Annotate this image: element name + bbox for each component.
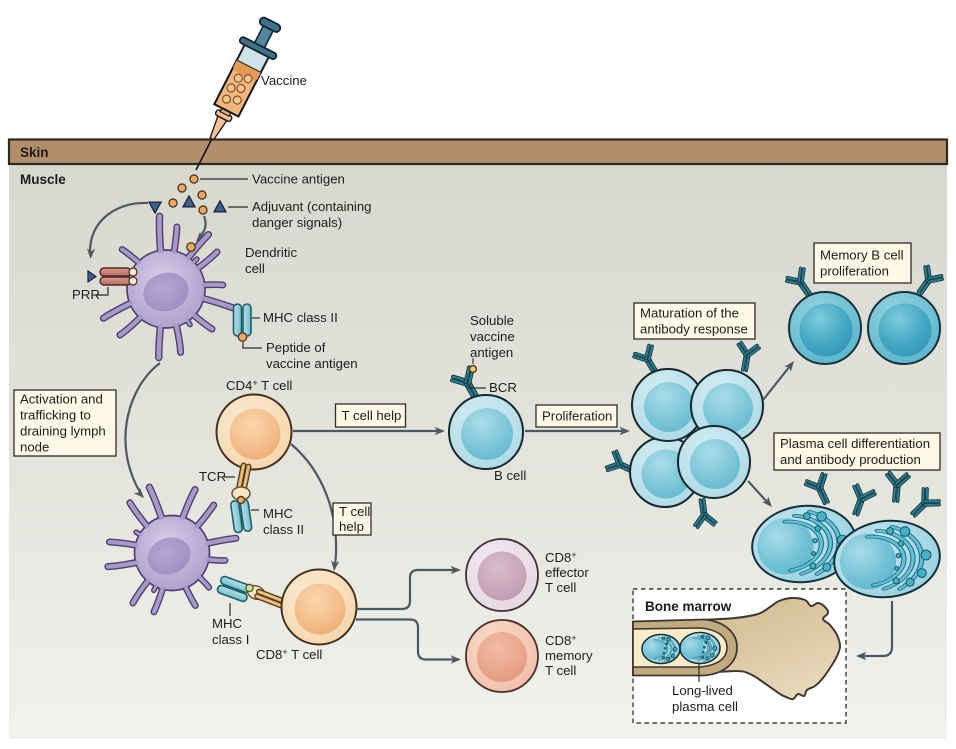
svg-text:Maturation of the: Maturation of the: [640, 306, 739, 321]
svg-text:T cell: T cell: [339, 504, 370, 519]
svg-text:Adjuvant (containing: Adjuvant (containing: [252, 199, 372, 214]
svg-text:PRR: PRR: [72, 287, 100, 302]
svg-text:Peptide of: Peptide of: [266, 340, 326, 355]
svg-text:CD8+ T cell: CD8+ T cell: [256, 647, 322, 662]
svg-text:vaccine antigen: vaccine antigen: [266, 356, 358, 371]
svg-text:MHC class II: MHC class II: [263, 310, 338, 325]
svg-text:help: help: [339, 519, 364, 534]
svg-text:TCR: TCR: [199, 469, 226, 484]
svg-text:T cell: T cell: [545, 663, 576, 678]
svg-text:node: node: [20, 440, 49, 455]
svg-text:Plasma cell differentiation: Plasma cell differentiation: [780, 436, 930, 451]
svg-text:Vaccine: Vaccine: [261, 73, 307, 88]
svg-text:plasma cell: plasma cell: [672, 699, 738, 714]
svg-text:Muscle: Muscle: [20, 172, 66, 187]
svg-text:CD4+ T cell: CD4+ T cell: [226, 378, 292, 393]
svg-text:Long-lived: Long-lived: [672, 683, 733, 698]
svg-text:proliferation: proliferation: [820, 264, 889, 279]
svg-text:Soluble: Soluble: [470, 313, 514, 328]
svg-text:CD8+: CD8+: [545, 633, 577, 648]
svg-text:B cell: B cell: [494, 468, 526, 483]
svg-text:Vaccine antigen: Vaccine antigen: [252, 172, 345, 187]
svg-text:antibody response: antibody response: [640, 322, 748, 337]
svg-text:memory: memory: [545, 648, 593, 663]
svg-text:and antibody production: and antibody production: [780, 452, 921, 467]
svg-text:MHC: MHC: [212, 616, 243, 631]
svg-text:draining lymph: draining lymph: [20, 424, 106, 439]
svg-text:class II: class II: [263, 522, 304, 537]
svg-text:BCR: BCR: [489, 380, 517, 395]
svg-text:Dendritic: Dendritic: [245, 245, 297, 260]
svg-text:Memory B cell: Memory B cell: [820, 248, 904, 263]
svg-text:CD8+: CD8+: [545, 550, 577, 565]
svg-text:Proliferation: Proliferation: [542, 409, 612, 424]
svg-text:T cell help: T cell help: [342, 408, 402, 423]
svg-text:Activation and: Activation and: [20, 392, 103, 407]
svg-text:vaccine: vaccine: [470, 329, 515, 344]
svg-text:antigen: antigen: [470, 345, 513, 360]
svg-text:effector: effector: [545, 565, 589, 580]
svg-text:trafficking to: trafficking to: [20, 408, 91, 423]
svg-text:MHC: MHC: [263, 506, 294, 521]
svg-text:T cell: T cell: [545, 580, 576, 595]
svg-text:danger signals): danger signals): [252, 215, 342, 230]
svg-text:cell: cell: [245, 261, 265, 276]
svg-text:class I: class I: [212, 632, 249, 647]
svg-text:Bone marrow: Bone marrow: [645, 599, 732, 614]
svg-text:Skin: Skin: [20, 145, 49, 160]
